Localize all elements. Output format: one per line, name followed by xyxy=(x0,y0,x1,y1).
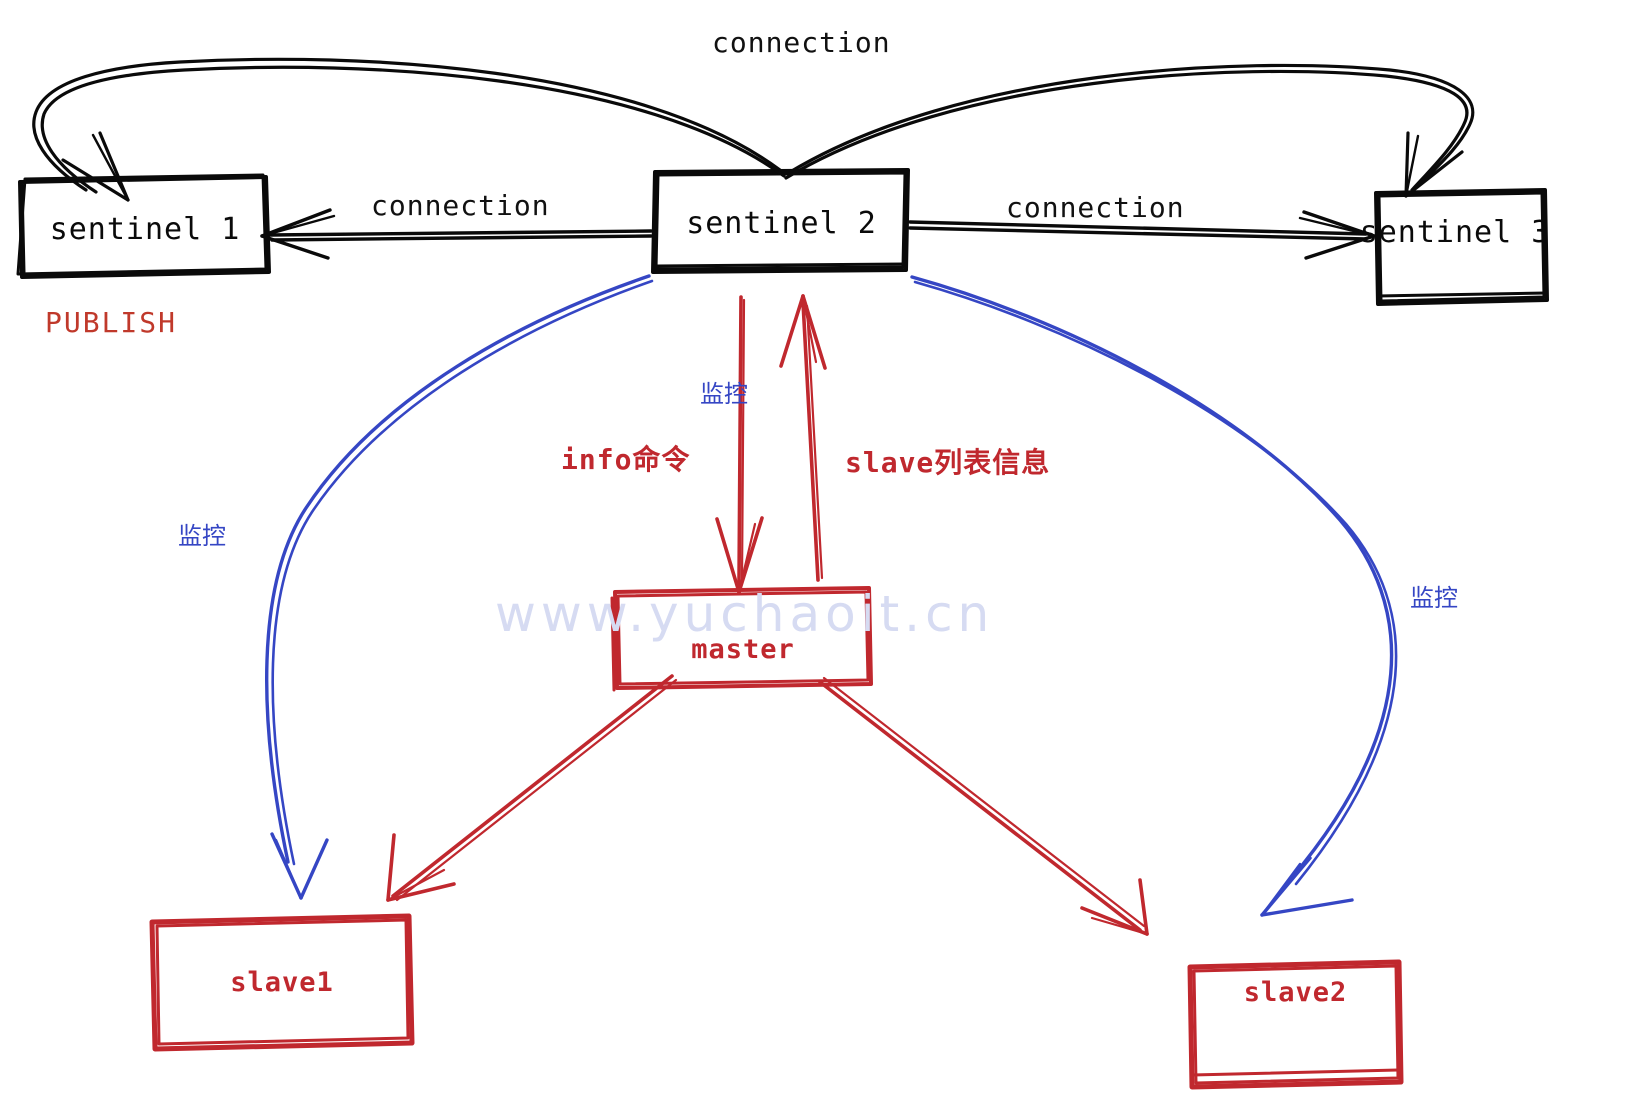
edge-label-monitor-center: 监控 xyxy=(700,380,748,408)
edge-label-monitor-left: 监控 xyxy=(178,522,226,550)
edge-label-connection-left: connection xyxy=(371,189,550,222)
edge-label-info-command: info命令 xyxy=(561,443,691,476)
master-to-slave2-arrow xyxy=(818,676,1149,936)
annotation-publish: PUBLISH xyxy=(45,306,178,339)
master-to-slave1-arrow xyxy=(386,674,678,902)
monitor-slave1-curve xyxy=(264,274,654,900)
sentinel3-box xyxy=(1374,188,1549,306)
connection-arc-top xyxy=(32,57,1475,202)
monitor-slave2-curve xyxy=(910,275,1398,917)
edge-label-connection-right: connection xyxy=(1006,191,1185,224)
edge-label-connection-top: connection xyxy=(712,26,891,59)
slave2-box xyxy=(1187,959,1404,1090)
sentinel1-box xyxy=(16,173,271,279)
connection-line-right xyxy=(908,210,1376,260)
slave1-box xyxy=(149,913,415,1052)
connection-line-left xyxy=(260,208,653,260)
master-box xyxy=(610,586,873,692)
edge-label-monitor-right: 监控 xyxy=(1410,584,1458,612)
edge-label-slave-list-info: slave列表信息 xyxy=(845,446,1051,479)
sentinel2-box xyxy=(651,168,910,274)
slave-list-arrow xyxy=(779,294,827,582)
info-command-arrow xyxy=(715,295,764,594)
